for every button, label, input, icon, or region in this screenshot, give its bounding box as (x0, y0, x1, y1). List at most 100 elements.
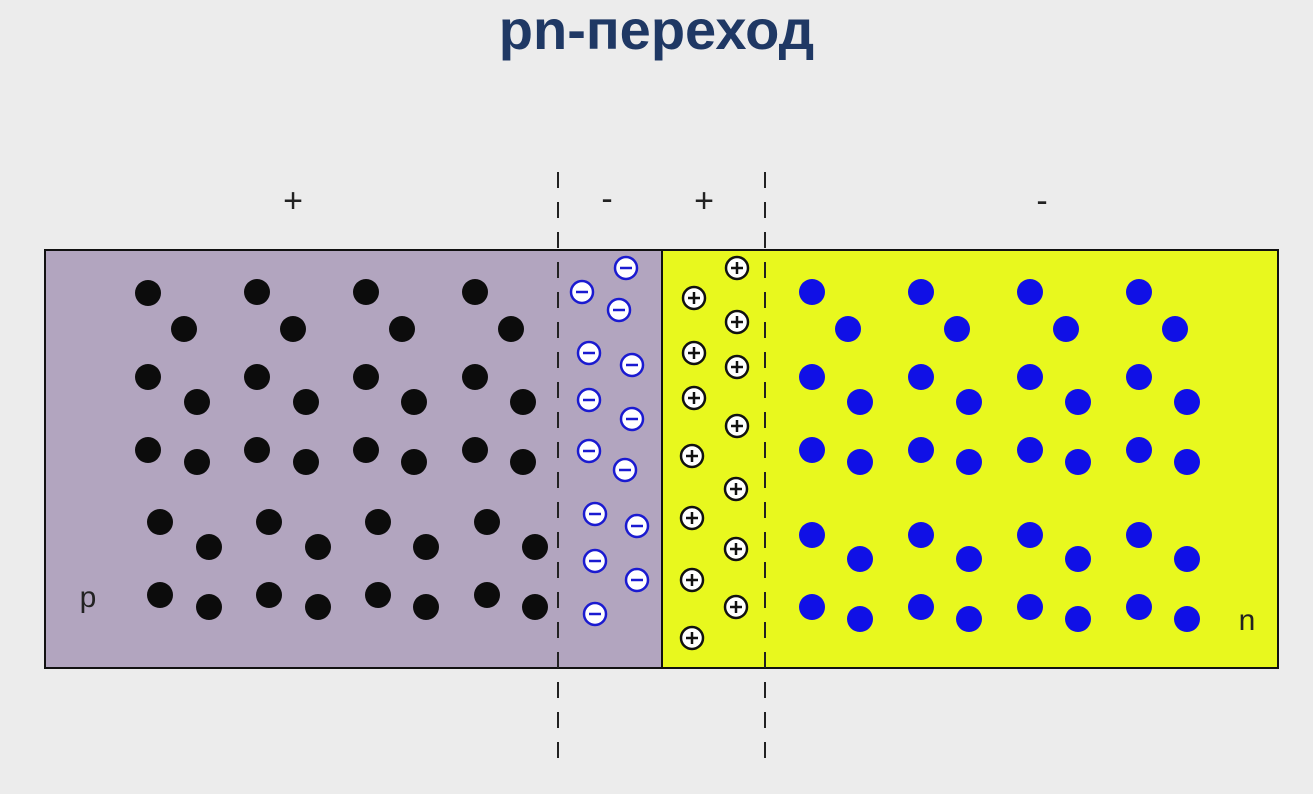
minus-circle-icon (576, 387, 602, 413)
hole-dot (293, 389, 319, 415)
minus-circle-icon (619, 406, 645, 432)
carriers-layer (135, 279, 1200, 632)
hole-dot (171, 316, 197, 342)
hole-dot (196, 594, 222, 620)
electron-dot (1053, 316, 1079, 342)
hole-dot (462, 437, 488, 463)
hole-dot (256, 582, 282, 608)
minus-circle-icon (606, 297, 632, 323)
hole-dot (244, 437, 270, 463)
hole-dot (365, 582, 391, 608)
hole-dot (462, 279, 488, 305)
minus-circle-icon (582, 501, 608, 527)
plus-circle-icon (724, 413, 750, 439)
electron-dot (847, 606, 873, 632)
electron-dot (1017, 522, 1043, 548)
hole-dot (462, 364, 488, 390)
p-side-charge-sign: + (283, 182, 303, 220)
electron-dot (956, 546, 982, 572)
electron-dot (1126, 279, 1152, 305)
electron-dot (799, 594, 825, 620)
electron-dot (1126, 522, 1152, 548)
electron-dot (847, 449, 873, 475)
hole-dot (401, 449, 427, 475)
electron-dot (1017, 364, 1043, 390)
electron-dot (1065, 606, 1091, 632)
electron-dot (944, 316, 970, 342)
minus-circle-icon (619, 352, 645, 378)
plus-circle-icon (681, 385, 707, 411)
electron-dot (1017, 279, 1043, 305)
hole-dot (135, 364, 161, 390)
hole-dot (244, 364, 270, 390)
n-side-charge-sign: - (1036, 182, 1047, 220)
hole-dot (147, 582, 173, 608)
electron-dot (835, 316, 861, 342)
electron-dot (847, 546, 873, 572)
electron-dot (1065, 389, 1091, 415)
electron-dot (956, 389, 982, 415)
electron-dot (799, 437, 825, 463)
electron-dot (1065, 449, 1091, 475)
hole-dot (353, 279, 379, 305)
p-region (44, 249, 663, 669)
hole-dot (413, 534, 439, 560)
plus-circle-icon (679, 443, 705, 469)
electron-dot (1174, 389, 1200, 415)
plus-circle-icon (724, 255, 750, 281)
hole-dot (305, 594, 331, 620)
electron-dot (799, 279, 825, 305)
electron-dot (908, 522, 934, 548)
plus-circle-icon (723, 536, 749, 562)
electron-dot (1174, 606, 1200, 632)
minus-circle-icon (613, 255, 639, 281)
hole-dot (293, 449, 319, 475)
hole-dot (244, 279, 270, 305)
minus-circle-icon (569, 279, 595, 305)
hole-dot (413, 594, 439, 620)
hole-dot (147, 509, 173, 535)
electron-dot (1065, 546, 1091, 572)
plus-circle-icon (679, 567, 705, 593)
minus-circle-icon (624, 513, 650, 539)
electron-dot (908, 364, 934, 390)
hole-dot (474, 509, 500, 535)
plus-circle-icon (679, 505, 705, 531)
electron-dot (908, 594, 934, 620)
plus-circle-icon (724, 309, 750, 335)
n-region-label: n (1239, 604, 1256, 637)
hole-dot (135, 437, 161, 463)
minus-circle-icon (624, 567, 650, 593)
plus-circle-icon (679, 625, 705, 651)
hole-dot (256, 509, 282, 535)
hole-dot (389, 316, 415, 342)
minus-circle-icon (612, 457, 638, 483)
electron-dot (1174, 449, 1200, 475)
plus-circle-icon (681, 340, 707, 366)
hole-dot (196, 534, 222, 560)
hole-dot (184, 389, 210, 415)
hole-dot (401, 389, 427, 415)
plus-circle-icon (724, 354, 750, 380)
hole-dot (522, 594, 548, 620)
electron-dot (1126, 437, 1152, 463)
page-title: pn-переход (498, 0, 815, 61)
electron-dot (908, 437, 934, 463)
hole-dot (353, 437, 379, 463)
hole-dot (522, 534, 548, 560)
electron-dot (1126, 364, 1152, 390)
hole-dot (510, 389, 536, 415)
hole-dot (474, 582, 500, 608)
electron-dot (799, 522, 825, 548)
electron-dot (1126, 594, 1152, 620)
electron-dot (799, 364, 825, 390)
ions-layer (569, 255, 750, 651)
electron-dot (956, 449, 982, 475)
hole-dot (305, 534, 331, 560)
hole-dot (184, 449, 210, 475)
electron-dot (1162, 316, 1188, 342)
hole-dot (365, 509, 391, 535)
hole-dot (135, 280, 161, 306)
electron-dot (1174, 546, 1200, 572)
